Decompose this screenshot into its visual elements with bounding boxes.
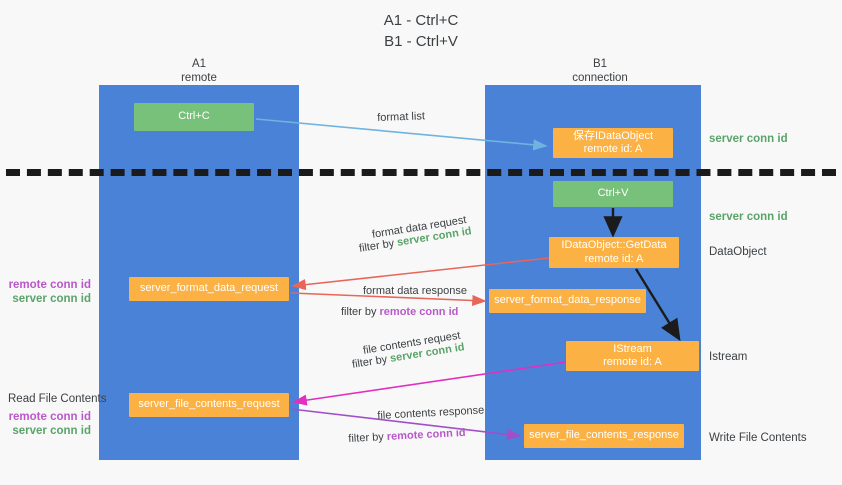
edge-label-format-list-text: format list <box>377 110 426 124</box>
annotation-data-object: DataObject <box>709 246 767 258</box>
phase-divider <box>6 169 836 176</box>
annotation-server-conn-id-2: server conn id <box>12 424 91 437</box>
filter-prefix: filter by <box>358 236 399 255</box>
title-line-2: B1 - Ctrl+V <box>384 33 458 50</box>
column-header-b1: B1 connection <box>485 57 715 85</box>
annotation-conn-ids-format: remote conn id server conn id <box>8 279 91 306</box>
node-ctrl-v[interactable]: Ctrl+V <box>553 181 673 207</box>
edge-label-file-contents-response-filter: filter by remote conn id <box>348 426 466 446</box>
annotation-server-conn-id-mid: server conn id <box>709 211 788 223</box>
filter-value-remote-conn-id: remote conn id <box>379 306 459 318</box>
node-server-format-data-response[interactable]: server_format_data_response <box>489 289 646 313</box>
node-data-object-line1: 保存IDataObject <box>572 129 654 142</box>
annotation-read-file-contents: Read File Contents <box>8 393 107 405</box>
node-server-format-data-response-label: server_format_data_response <box>494 294 641 307</box>
column-b1-subtitle: connection <box>572 72 628 84</box>
edge-label-file-contents-response: file contents response <box>377 403 485 423</box>
node-server-format-data-request[interactable]: server_format_data_request <box>129 277 289 301</box>
annotation-conn-ids-file: remote conn id server conn id <box>8 411 91 438</box>
annotation-remote-conn-id-1: remote conn id <box>8 279 91 291</box>
node-ctrl-v-line1: Ctrl+V <box>597 187 629 200</box>
annotation-remote-conn-id-2: remote conn id <box>8 411 91 423</box>
annotation-istream: Istream <box>709 351 748 363</box>
title-line-1: A1 - Ctrl+C <box>383 12 459 29</box>
annotation-write-file-contents: Write File Contents <box>709 432 807 444</box>
node-ctrl-c[interactable]: Ctrl+C <box>134 103 254 131</box>
node-server-format-data-request-label: server_format_data_request <box>139 282 279 295</box>
page-title: A1 - Ctrl+C B1 - Ctrl+V <box>0 10 842 52</box>
filter-prefix: filter by <box>341 306 380 318</box>
column-header-a1: A1 remote <box>99 57 299 85</box>
node-data-object[interactable]: 保存IDataObject remote id: A <box>553 128 673 158</box>
edge-label-format-data-response: format data response <box>363 284 467 298</box>
node-server-file-contents-response-label: server_file_contents_response <box>529 429 679 442</box>
node-get-data[interactable]: IDataObject::GetData remote id: A <box>549 237 679 268</box>
node-ctrl-c-line1: Ctrl+C <box>178 110 210 123</box>
node-istream-line1: IStream <box>613 342 652 355</box>
filter-prefix: filter by <box>351 352 392 371</box>
edge-label-file-contents-response-text: file contents response <box>377 404 485 422</box>
column-a1-name: A1 <box>191 58 207 70</box>
edge-label-format-data-response-text: format data response <box>363 285 467 297</box>
filter-value-remote-conn-id: remote conn id <box>386 426 466 443</box>
node-server-file-contents-request[interactable]: server_file_contents_request <box>129 393 289 417</box>
annotation-server-conn-id-1: server conn id <box>12 292 91 305</box>
edge-label-format-list: format list <box>377 109 425 125</box>
node-get-data-line2: remote id: A <box>584 252 644 265</box>
edge-label-format-data-response-filter: filter by remote conn id <box>341 305 458 319</box>
node-istream[interactable]: IStream remote id: A <box>566 341 699 371</box>
node-get-data-line1: IDataObject::GetData <box>561 239 667 251</box>
annotation-server-conn-id-top: server conn id <box>709 133 788 145</box>
column-b1-name: B1 <box>592 58 608 70</box>
filter-prefix: filter by <box>348 430 388 445</box>
node-istream-line2: remote id: A <box>603 356 662 368</box>
column-a1-subtitle: remote <box>181 72 217 84</box>
node-server-file-contents-request-label: server_file_contents_request <box>138 398 280 411</box>
node-data-object-line2: remote id: A <box>583 143 643 155</box>
node-server-file-contents-response[interactable]: server_file_contents_response <box>524 424 684 448</box>
